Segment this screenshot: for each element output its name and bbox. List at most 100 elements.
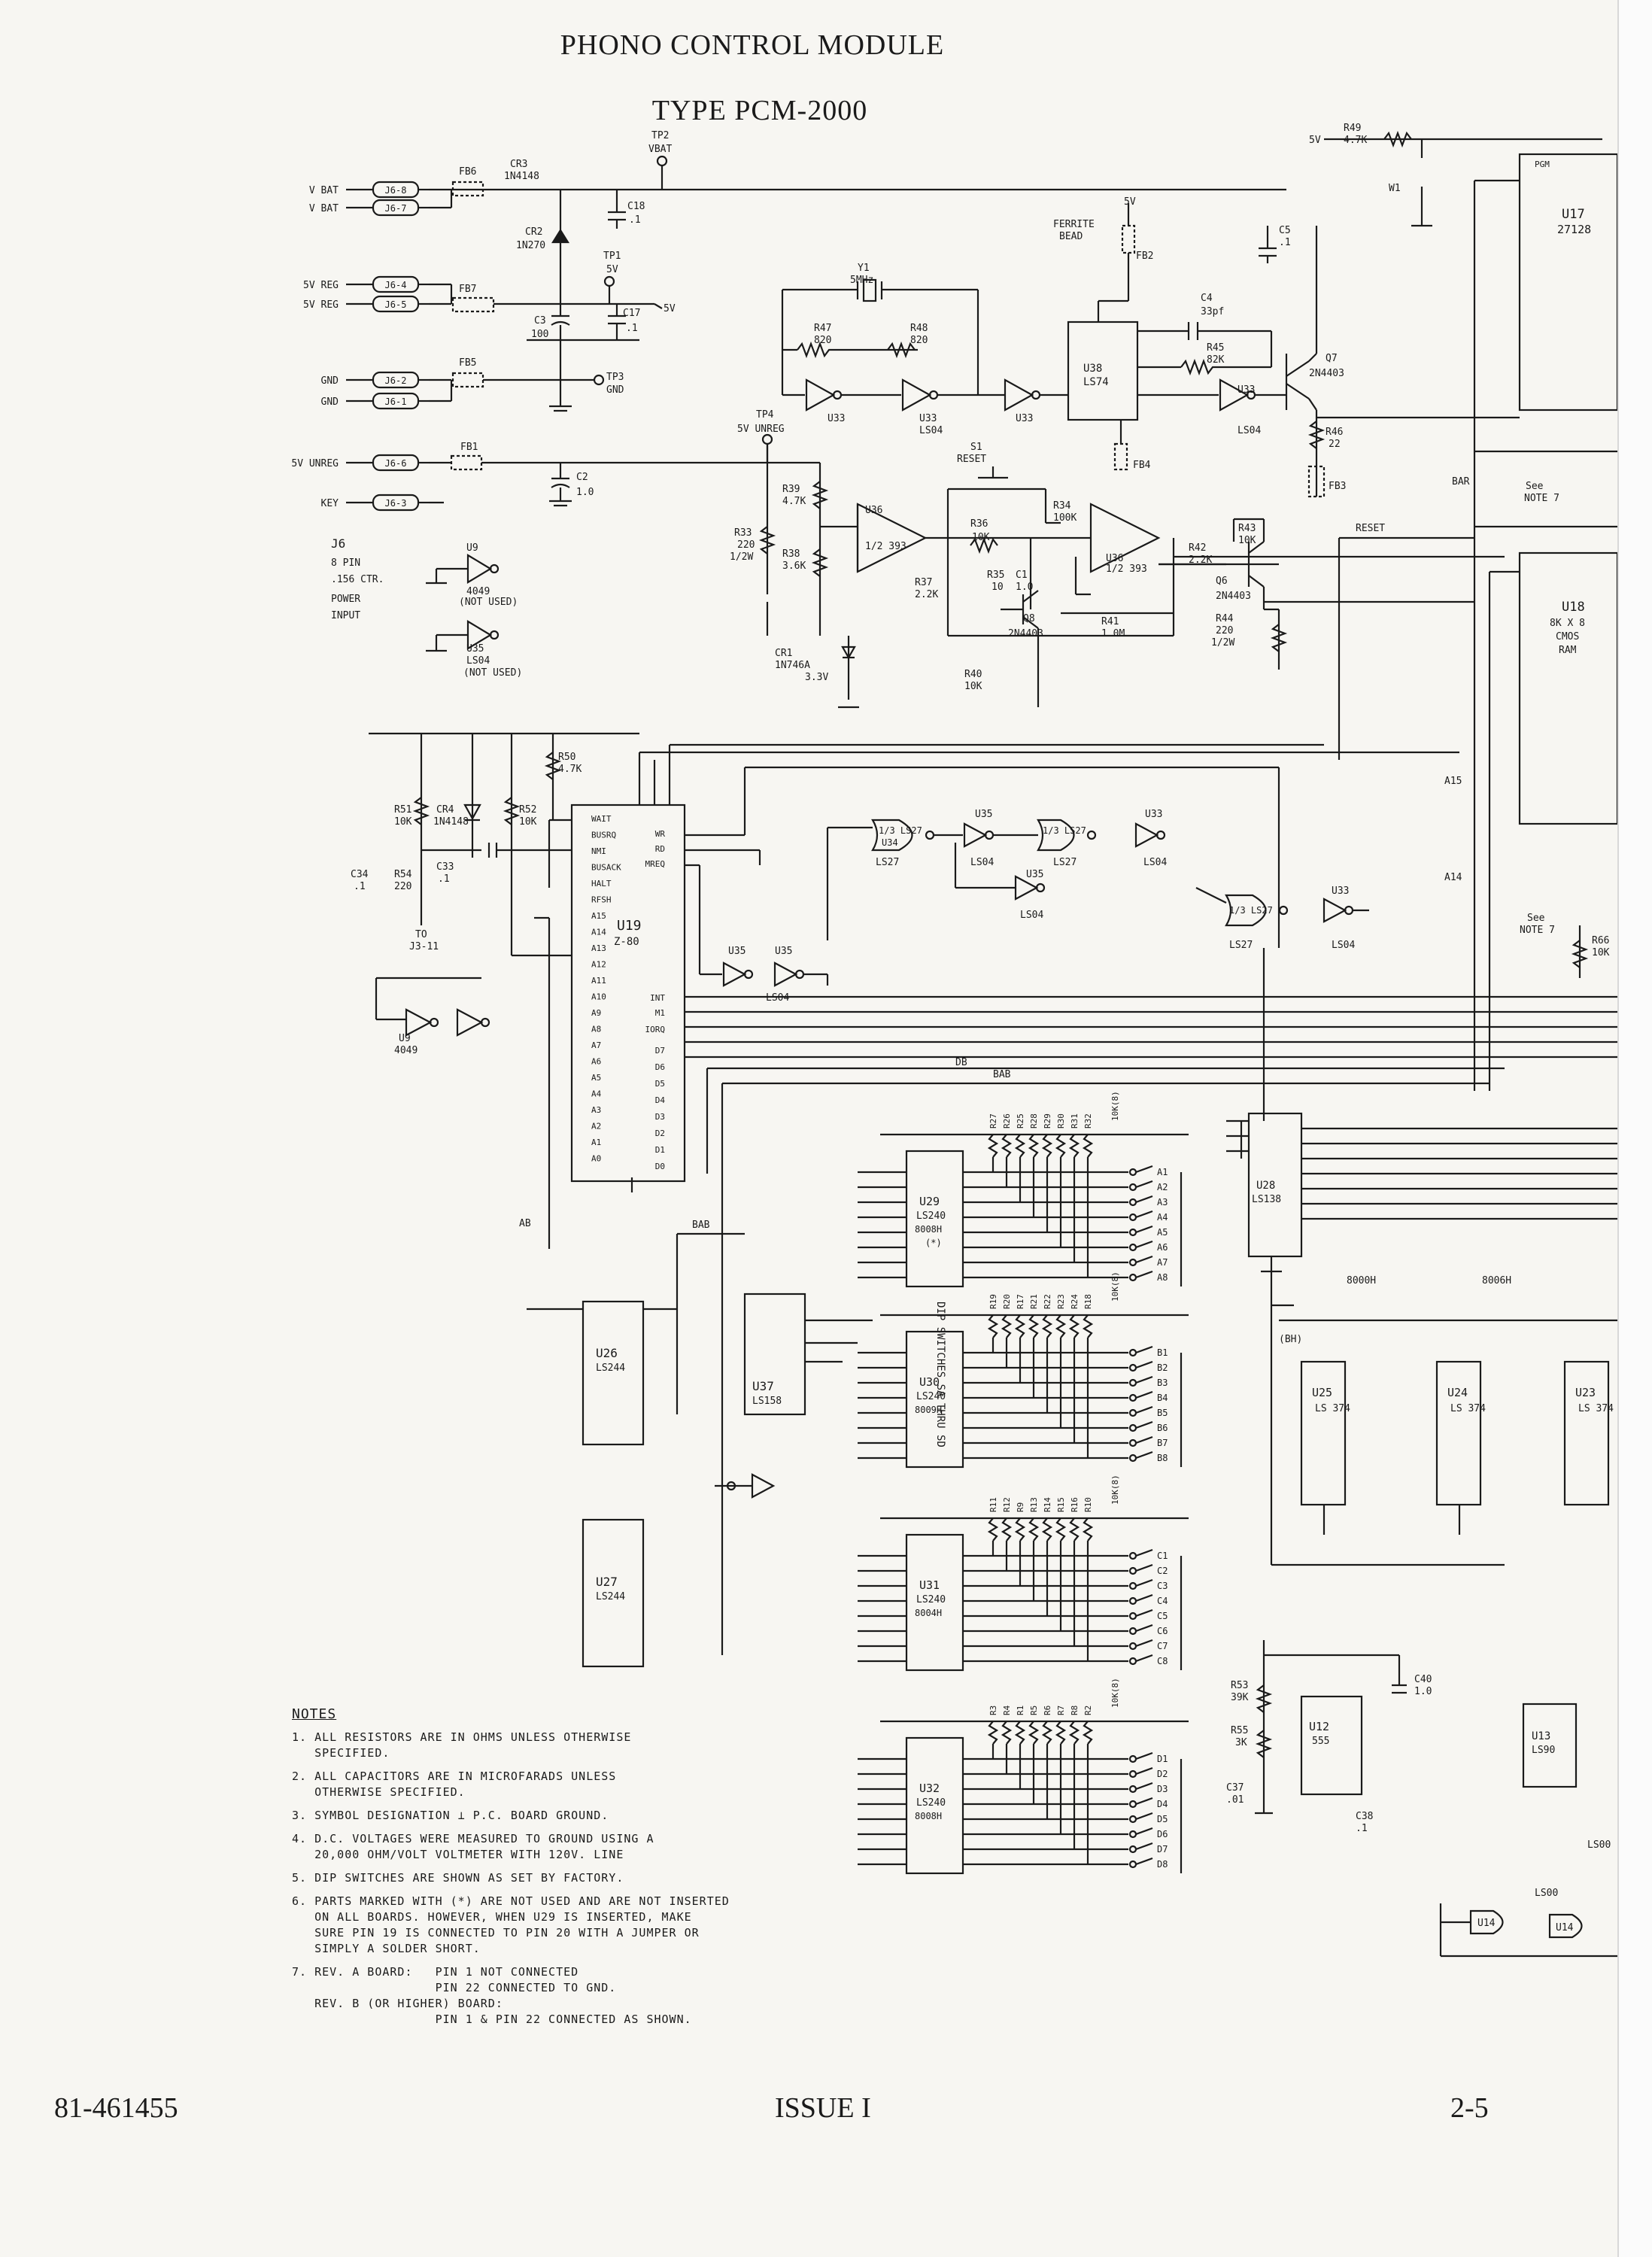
- pullup-resistor: [1041, 1314, 1053, 1338]
- dip-bank-address: 8008H: [915, 1811, 942, 1821]
- pullup-resistor-label: R5: [1029, 1706, 1039, 1715]
- ls04-label: LS04: [1020, 910, 1043, 921]
- pullup-resistor-label: R20: [1002, 1294, 1012, 1309]
- dip-switch-label: C7: [1157, 1641, 1168, 1651]
- pullup-resistor: [1068, 1721, 1080, 1745]
- u19-pin-label: RD: [655, 844, 665, 854]
- pullup-resistor-label: R31: [1070, 1113, 1080, 1128]
- latch-ref-label: U24: [1447, 1386, 1468, 1399]
- buffer-ref-label: U37: [752, 1379, 774, 1393]
- j6-signal-name: KEY: [321, 498, 339, 509]
- q7-type: 2N4403: [1309, 368, 1344, 379]
- pullup-resistor: [1001, 1517, 1013, 1542]
- u33-label: U33: [1145, 809, 1162, 820]
- to-pin-label: J3-11: [409, 941, 439, 952]
- dip-switch-lever: [1135, 1639, 1153, 1648]
- pullup-resistor: [1055, 1721, 1067, 1745]
- notes-header: NOTES: [292, 1706, 337, 1722]
- tp2-voltage: VBAT: [648, 144, 672, 155]
- dip-bank-address: 8004H: [915, 1608, 942, 1618]
- dip-bank-ref: U31: [919, 1578, 940, 1592]
- dip-switch-lever: [1135, 1624, 1153, 1633]
- connector-spacing: .156 CTR.: [331, 574, 384, 585]
- r48-value: 820: [910, 335, 928, 346]
- r53-value: 39K: [1231, 1692, 1249, 1703]
- c38-value: .1: [1356, 1823, 1368, 1834]
- pullup-resistor: [1055, 1517, 1067, 1542]
- dip-bank-type: LS240: [916, 1797, 946, 1809]
- note-item: 5. DIP SWITCHES ARE SHOWN AS SET BY FACT…: [292, 1871, 624, 1885]
- u19-pin-label: A12: [591, 960, 606, 970]
- unused-inverters: [426, 554, 500, 652]
- note-item: 6. PARTS MARKED WITH (*) ARE NOT USED AN…: [292, 1894, 730, 1955]
- pullup-resistor: [1041, 1721, 1053, 1745]
- cr3-type: 1N4148: [504, 171, 539, 182]
- r48-label: R48: [910, 323, 928, 334]
- u19-pin-label: A9: [591, 1008, 601, 1018]
- r34-value: 100K: [1053, 512, 1077, 524]
- note-item: 4. D.C. VOLTAGES WERE MEASURED TO GROUND…: [292, 1832, 654, 1861]
- note-item: 1. ALL RESISTORS ARE IN OHMS UNLESS OTHE…: [292, 1730, 632, 1760]
- u14-label: U14: [1556, 1922, 1574, 1933]
- dip-switch-contact: [1128, 1800, 1137, 1809]
- dip-switch-contact: [1128, 1596, 1137, 1605]
- dip-switch-lever: [1135, 1345, 1153, 1354]
- u19-pin-label: A0: [591, 1154, 601, 1164]
- dip-switch-contact: [1128, 1830, 1137, 1839]
- address-8000h-label: 8000H: [1347, 1275, 1376, 1286]
- tp4-label: TP4: [756, 409, 774, 421]
- pullup-resistor: [987, 1721, 999, 1745]
- u19-pin-label: A11: [591, 976, 606, 986]
- dip-switch-lever: [1135, 1593, 1153, 1602]
- u19-pin-label: A15: [591, 911, 606, 921]
- pullup-resistor-label: R21: [1029, 1294, 1039, 1309]
- dip-switch-contact: [1128, 1657, 1137, 1666]
- u19-pin-label: INT: [650, 993, 665, 1003]
- pullup-resistor: [1082, 1517, 1094, 1542]
- reset-bus-label: RESET: [1356, 523, 1385, 534]
- c3-label: C3: [534, 315, 546, 327]
- dip-switch-lever: [1135, 1654, 1153, 1663]
- pullup-resistor-label: R18: [1083, 1294, 1093, 1309]
- dip-switch-contact: [1128, 1581, 1137, 1590]
- r35-label: R35: [987, 570, 1004, 581]
- pullup-resistor: [1082, 1314, 1094, 1338]
- dip-switch-label: D3: [1157, 1784, 1168, 1794]
- dip-switch-lever: [1135, 1827, 1153, 1836]
- pgm-label: PGM: [1535, 159, 1550, 169]
- dip-switch-contact: [1128, 1627, 1137, 1636]
- unused-u9-label: U9: [466, 542, 478, 554]
- c17-value: .1: [626, 323, 638, 334]
- u35-label: U35: [728, 946, 746, 957]
- u33-label: U33: [1016, 413, 1033, 424]
- latch-type-label: LS 374: [1450, 1403, 1486, 1414]
- u19-pin-label: A14: [591, 928, 606, 937]
- dip-switch-label: C5: [1157, 1611, 1168, 1621]
- pullup-resistor-label: R15: [1056, 1497, 1066, 1512]
- dip-switch-label: B8: [1157, 1453, 1168, 1463]
- dip-switch-label: A2: [1157, 1182, 1168, 1192]
- u9-type: 4049: [394, 1045, 418, 1056]
- j6-signal-name: V BAT: [309, 203, 339, 214]
- pullup-resistor: [987, 1517, 999, 1542]
- dip-switch-contact: [1128, 1258, 1137, 1267]
- u13-label: U13: [1532, 1730, 1550, 1742]
- dip-switch-contact: [1128, 1363, 1137, 1372]
- j6-pin-label: J6-1: [385, 396, 407, 407]
- bab-bus-label: BAB: [692, 1220, 710, 1231]
- r34-label: R34: [1053, 500, 1071, 512]
- dip-switch-lever: [1135, 1240, 1153, 1249]
- s1-label: S1: [970, 442, 982, 453]
- buffer-type-label: LS244: [596, 1362, 625, 1374]
- dip-switch-label: B2: [1157, 1362, 1168, 1373]
- dip-switch-contact: [1128, 1198, 1137, 1207]
- pullup-resistor-label: R25: [1016, 1113, 1025, 1128]
- page-title: PHONO CONTROL MODULE: [560, 29, 945, 61]
- u33-label: U33: [919, 413, 937, 424]
- connector-label: J6: [331, 536, 345, 551]
- pullup-resistor: [1041, 1134, 1053, 1158]
- u35-label: U35: [975, 809, 992, 820]
- u33-type: LS04: [919, 425, 943, 436]
- dip-switch-label: C4: [1157, 1596, 1168, 1606]
